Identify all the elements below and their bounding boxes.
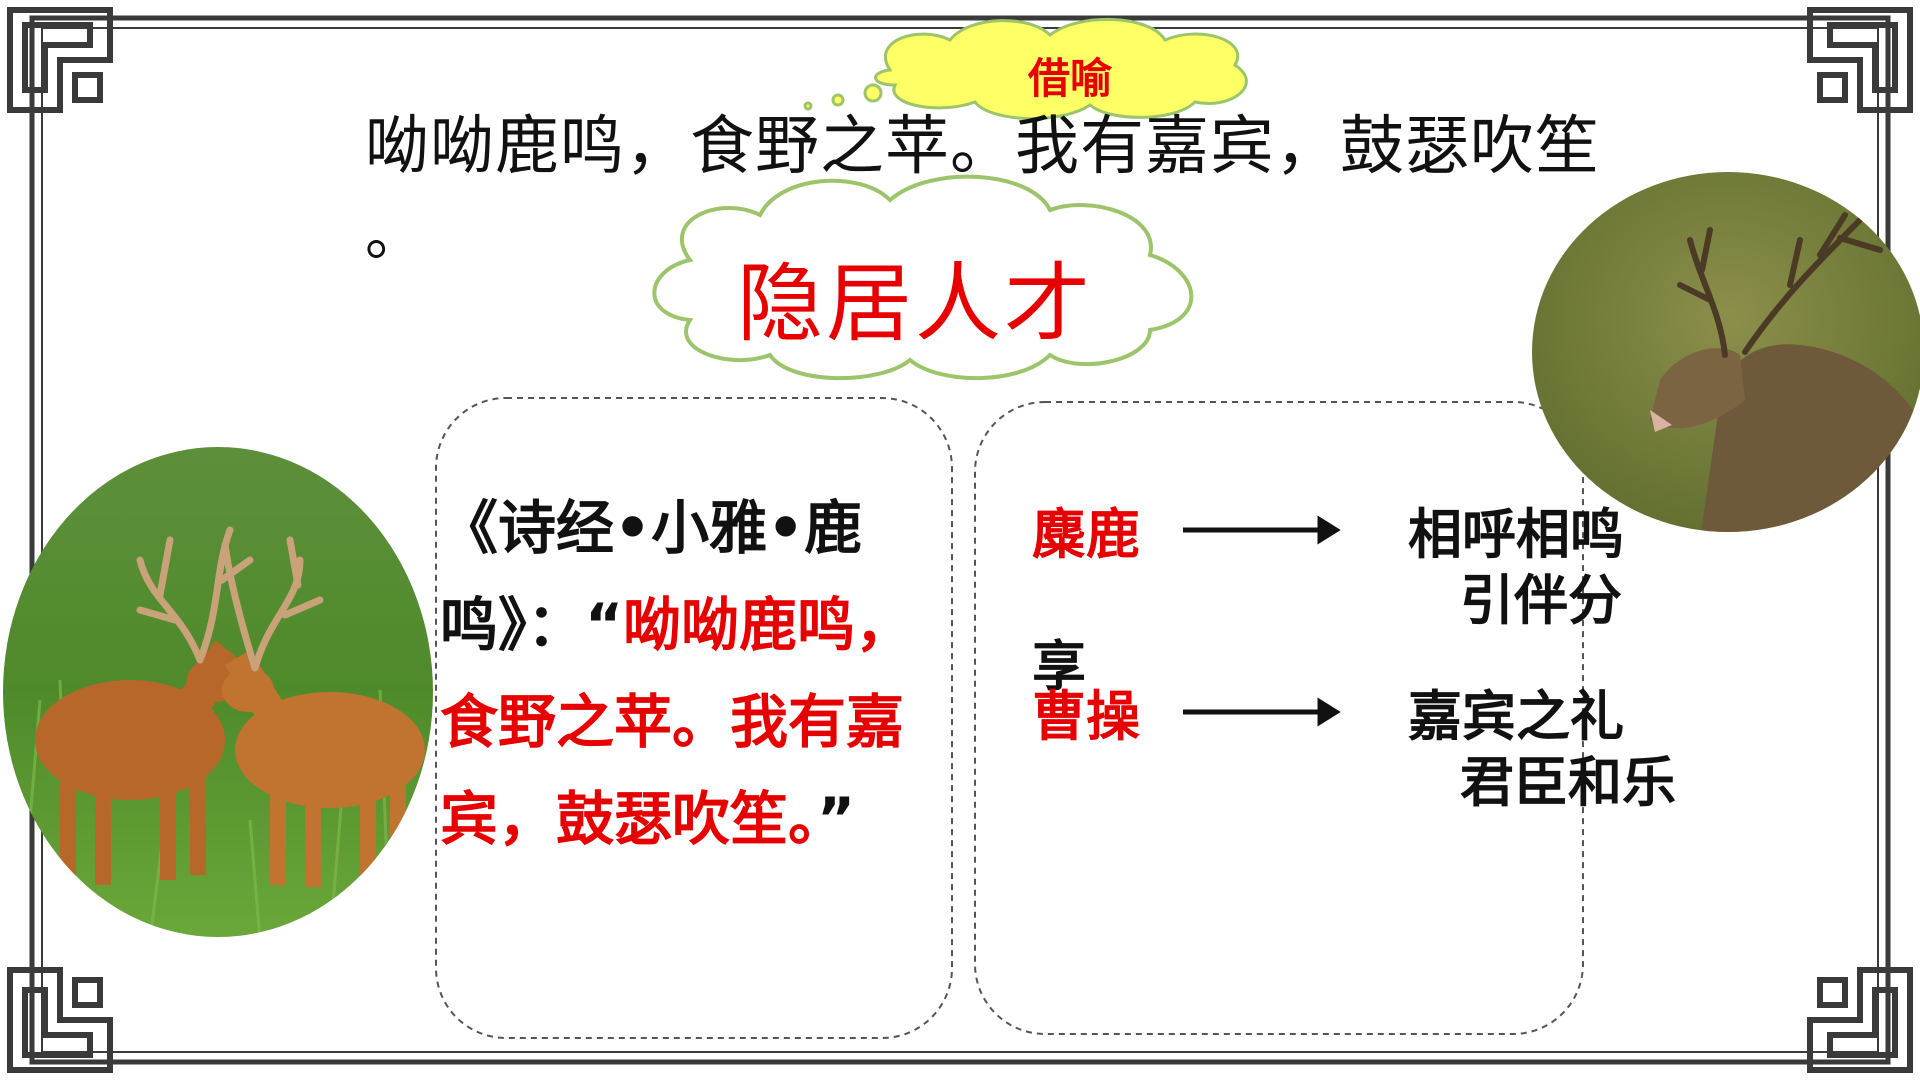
mapping-box (974, 401, 1584, 1035)
two-deer-photo (3, 447, 433, 937)
quote-box (435, 397, 953, 1039)
mapping-result-2-line1: 嘉宾之礼 (1408, 685, 1624, 748)
hermit-talent-label: 隐居人才 (737, 253, 1093, 354)
mapping-result-1-line2: 引伴分 (1460, 569, 1622, 632)
corner-ornament-top-right (1807, 7, 1913, 113)
right-arrow-icon (1183, 697, 1341, 727)
corner-ornament-bottom-right (1807, 967, 1913, 1073)
quote-verse: 呦呦鹿鸣，食野之苹。我有嘉宾，鼓瑟吹笙。 (440, 591, 914, 853)
verse-tail-punctuation: 。 (365, 200, 424, 268)
mapping-subject-caocao: 曹操 (1032, 685, 1140, 748)
corner-ornament-top-left (7, 7, 113, 113)
mapping-result-1-line1: 相呼相鸣 (1408, 503, 1624, 566)
roaring-stag-photo (1532, 172, 1920, 532)
metaphor-cloud (803, 18, 1248, 120)
right-arrow-icon (1183, 515, 1341, 545)
mapping-stray-char: 享 (1032, 635, 1086, 698)
quote-text: 《诗经•小雅•鹿鸣》：“呦呦鹿鸣，食野之苹。我有嘉宾，鼓瑟吹笙。” (440, 480, 950, 868)
hermit-cloud (652, 174, 1194, 381)
quote-close-mark: ” (817, 785, 856, 853)
quote-source: 《诗经•小雅•鹿鸣》：“ (440, 494, 863, 659)
metaphor-label: 借喻 (1027, 53, 1112, 103)
verse-line: 呦呦鹿鸣，食野之苹。我有嘉宾，鼓瑟吹笙 (365, 110, 1600, 184)
mapping-result-2-line2: 君臣和乐 (1460, 751, 1676, 814)
mapping-subject-milu: 麋鹿 (1032, 503, 1140, 566)
corner-ornament-bottom-left (7, 967, 113, 1073)
